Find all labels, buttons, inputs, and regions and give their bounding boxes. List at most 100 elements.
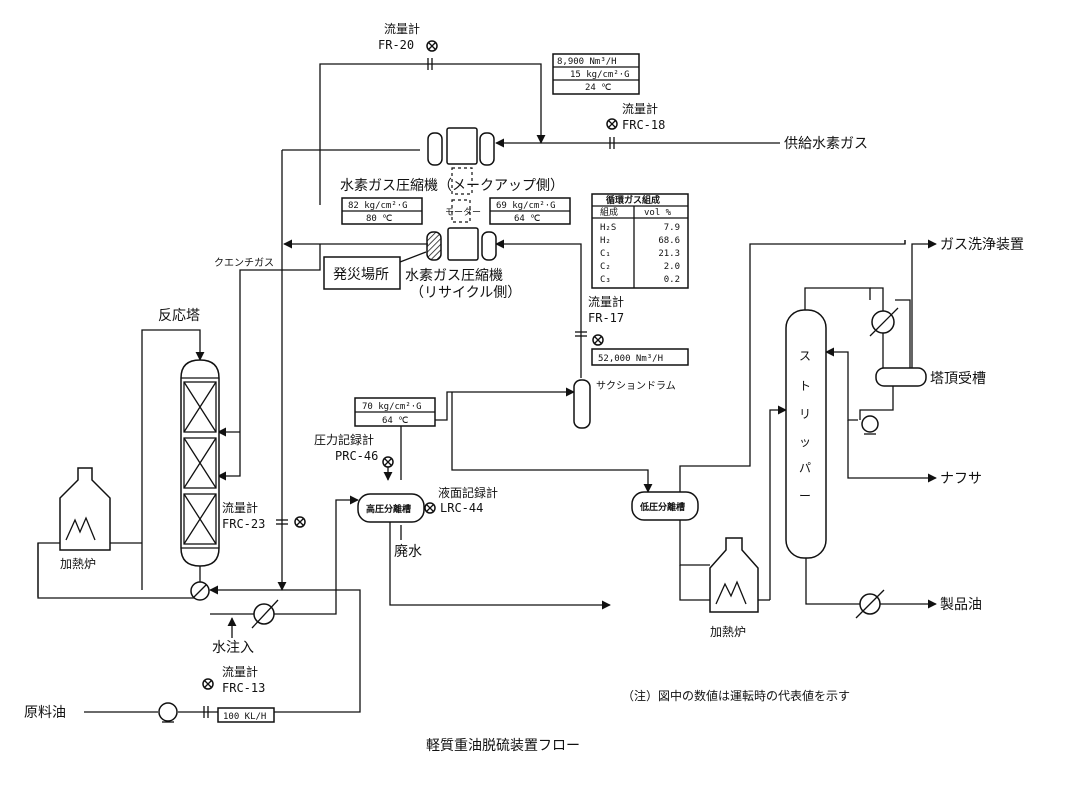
naphtha-label: ナフサ	[940, 471, 982, 487]
furnace-1	[59, 467, 111, 551]
lp-separator	[631, 491, 699, 521]
stripper	[785, 309, 827, 559]
pipe-condenser-in	[870, 287, 884, 311]
stripper-label-2: ト	[799, 379, 811, 393]
table-cell-value: 2.0	[664, 262, 680, 272]
water-injection-label: 水注入	[212, 640, 254, 656]
pipe-drum-gas	[911, 239, 937, 368]
product-cooler	[855, 589, 885, 619]
hp-conditions-box	[354, 397, 436, 427]
gas-cleaning-label: ガス洗浄装置	[940, 237, 1024, 253]
table-header-component: 組成	[600, 206, 618, 218]
piping	[37, 63, 937, 713]
suction-drum	[573, 379, 591, 429]
pipe-product	[805, 558, 937, 609]
recycle-flow-box	[591, 348, 689, 366]
recycle-compressor	[426, 199, 497, 261]
lp-separator-label: 低圧分離槽	[639, 501, 685, 513]
pipe-reflux-return	[825, 347, 858, 421]
pipe-recycle-suction	[495, 239, 582, 378]
frc13-tag: FRC-13	[222, 681, 265, 695]
note-text: （注）図中の数値は運転時の代表値を示す	[622, 688, 850, 703]
pipe-exchanger-line	[37, 542, 60, 597]
fr17-orifice	[575, 331, 604, 346]
makeup-pressure: 15 kg/cm²·G	[570, 70, 630, 80]
substation-box	[323, 256, 401, 290]
pipe-lp-gas	[451, 392, 653, 493]
fr17-label: 流量計	[588, 294, 624, 309]
table-cell-component: C₃	[600, 275, 611, 285]
table-cell-value: 7.9	[664, 223, 680, 233]
overhead-condenser	[869, 307, 899, 337]
lrc44-indicator	[424, 502, 436, 514]
frc13-label: 流量計	[222, 664, 258, 679]
recycle-discharge-pressure: 82 kg/cm²·G	[348, 201, 408, 211]
feed-oil-label: 原料油	[24, 705, 66, 721]
heat-exchanger-reactor	[190, 581, 210, 601]
reactor	[180, 359, 220, 567]
feed-flow-box	[217, 707, 275, 723]
table-cell-value: 0.2	[664, 275, 680, 285]
makeup-temp: 24 ℃	[585, 83, 611, 93]
pipe-lp-to-furnace2	[679, 565, 710, 601]
substation-label: 発災場所	[333, 267, 389, 283]
stripper-label-3: リ	[799, 407, 811, 421]
overhead-drum	[875, 367, 927, 387]
hp-pressure: 70 kg/cm²·G	[362, 402, 422, 412]
table-header-vol: vol %	[644, 208, 672, 218]
makeup-compressor	[427, 127, 495, 195]
stripper-label-group: ス ト リ ッ パ ー	[799, 349, 811, 503]
prc46-indicator	[382, 456, 394, 481]
pipe-lp-liquid	[679, 520, 710, 566]
suction-drum-label: サクションドラム	[596, 380, 676, 392]
table-cell-component: C₂	[600, 262, 611, 272]
pipe-to-hp-sep	[210, 590, 337, 615]
recycle-compressor-label-2: （リサイクル側）	[410, 285, 521, 301]
table-cell-component: C₁	[600, 249, 611, 259]
recycle-suction-pressure: 69 kg/cm²·G	[496, 201, 556, 211]
reactor-label: 反応塔	[158, 308, 200, 324]
pipe-hp-gas	[400, 387, 575, 480]
water-cooler	[251, 599, 279, 629]
pipe-condenser-to-drum	[895, 299, 911, 368]
frc18-orifice	[606, 118, 618, 149]
pipe-reactor-inlet	[141, 329, 205, 590]
prc46-tag: PRC-46	[335, 449, 378, 463]
makeup-flow: 8,900 Nm³/H	[557, 57, 617, 67]
frc23-orifice	[276, 516, 306, 528]
fr17-tag: FR-17	[588, 311, 624, 325]
table-cell-value: 68.6	[658, 236, 680, 246]
table-title: 循環ガス組成	[606, 194, 660, 206]
pipe-exchanger-bottom	[37, 543, 200, 599]
pipe-fr20-bypass	[319, 63, 546, 205]
pipe-quench	[217, 244, 321, 481]
furnace-2	[709, 537, 759, 613]
recycle-gas-table	[591, 193, 689, 289]
feed-pump	[158, 702, 178, 723]
pipe-reflux	[859, 384, 894, 420]
recycle-discharge-temp: 80 ℃	[366, 214, 392, 224]
frc23-tag: FRC-23	[222, 517, 265, 531]
table-cell-component: H₂S	[600, 223, 616, 233]
makeup-conditions-box	[552, 53, 640, 95]
product-oil-label: 製品油	[940, 597, 982, 613]
recycle-compressor-label-1: 水素ガス圧縮機	[405, 268, 503, 284]
stripper-label: ス	[799, 349, 811, 363]
frc23-label: 流量計	[222, 500, 258, 515]
hp-separator	[357, 493, 425, 523]
furnace-2-label: 加熱炉	[710, 625, 746, 639]
pipe-hp-liquid	[389, 520, 611, 610]
recycle-suction-box	[489, 197, 571, 225]
table-cell-component: H₂	[600, 236, 611, 246]
furnace-1-label: 加熱炉	[60, 557, 96, 571]
frc13-orifice	[202, 678, 214, 718]
prc46-label: 圧力記録計	[314, 432, 374, 447]
stripper-label-5: パ	[799, 461, 811, 475]
stripper-label-6: ー	[799, 489, 811, 503]
fr20-orifice	[426, 40, 438, 70]
lrc44-label: 液面記録計	[438, 485, 498, 500]
hp-temp: 64 ℃	[382, 416, 408, 426]
overhead-drum-label: 塔頂受槽	[930, 371, 986, 387]
feed-flow: 100 KL/H	[223, 712, 266, 722]
quench-gas-label: クエンチガス	[214, 257, 274, 269]
